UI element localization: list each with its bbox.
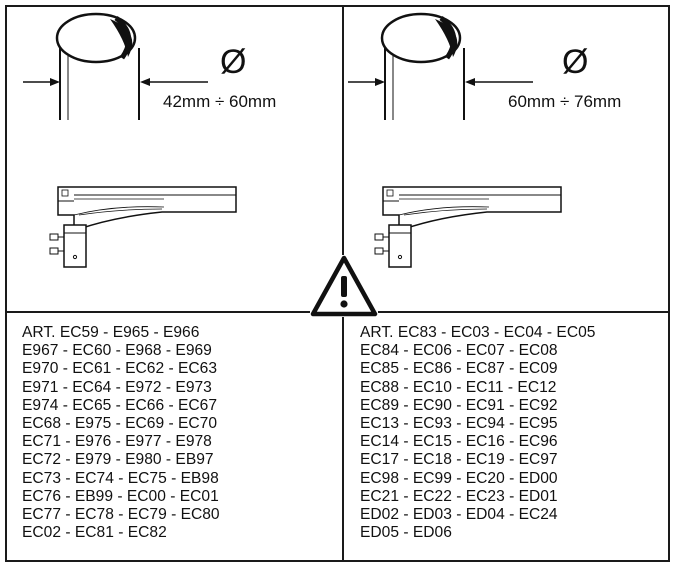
article-line: E967 - EC60 - E968 - E969 bbox=[22, 342, 212, 360]
document-frame bbox=[5, 5, 670, 562]
street-luminaire-side-view-icon bbox=[374, 186, 562, 268]
diameter-range: 60mm ÷ 76mm bbox=[508, 92, 622, 111]
article-line: EC02 - EC81 - EC82 bbox=[22, 524, 167, 542]
article-line: EC21 - EC22 - EC23 - ED01 bbox=[360, 487, 558, 505]
street-luminaire-side-view-icon bbox=[49, 186, 237, 268]
pole-cross-section-icon bbox=[380, 12, 465, 120]
article-line: EC98 - EC99 - EC20 - ED00 bbox=[360, 469, 558, 487]
article-line: ED02 - ED03 - ED04 - EC24 bbox=[360, 506, 558, 524]
article-line: E974 - EC65 - EC66 - EC67 bbox=[22, 396, 218, 414]
article-list-left: ART. EC59 - E965 - E966 E967 - EC60 - E9… bbox=[22, 324, 220, 542]
article-line: EC89 - EC90 - EC91 - EC92 bbox=[360, 396, 558, 414]
dimension-arrows-icon bbox=[23, 78, 208, 86]
diameter-range: 42mm ÷ 60mm bbox=[163, 92, 277, 111]
dimension-arrows-icon bbox=[348, 78, 533, 86]
pole-cross-section-icon bbox=[55, 12, 140, 120]
diameter-symbol: Ø bbox=[562, 43, 589, 81]
article-line: ART. EC59 - E965 - E966 bbox=[22, 324, 200, 341]
article-line: EC17 - EC18 - EC19 - EC97 bbox=[360, 451, 558, 469]
article-line: EC14 - EC15 - EC16 - EC96 bbox=[360, 433, 558, 451]
article-line: E971 - EC64 - E972 - E973 bbox=[22, 378, 212, 396]
article-line: E970 - EC61 - EC62 - EC63 bbox=[22, 360, 218, 378]
article-line: EC85 - EC86 - EC87 - EC09 bbox=[360, 360, 558, 378]
article-line: EC71 - E976 - E977 - E978 bbox=[22, 433, 212, 451]
article-line: ED05 - ED06 bbox=[360, 524, 452, 542]
article-line: EC68 - E975 - EC69 - EC70 bbox=[22, 415, 218, 433]
article-line: EC72 - E979 - E980 - EB97 bbox=[22, 451, 214, 469]
article-line: ART. EC83 - EC03 - EC04 - EC05 bbox=[360, 324, 596, 341]
article-line: EC84 - EC06 - EC07 - EC08 bbox=[360, 342, 558, 360]
article-line: EC13 - EC93 - EC94 - EC95 bbox=[360, 415, 558, 433]
article-line: EC77 - EC78 - EC79 - EC80 bbox=[22, 506, 220, 524]
article-list-right: ART. EC83 - EC03 - EC04 - EC05 EC84 - EC… bbox=[360, 324, 595, 542]
article-line: EC76 - EB99 - EC00 - EC01 bbox=[22, 487, 219, 505]
diameter-symbol: Ø bbox=[220, 43, 247, 81]
article-line: EC88 - EC10 - EC11 - EC12 bbox=[360, 378, 557, 396]
warning-triangle-icon bbox=[310, 255, 378, 317]
article-line: EC73 - EC74 - EC75 - EB98 bbox=[22, 469, 219, 487]
